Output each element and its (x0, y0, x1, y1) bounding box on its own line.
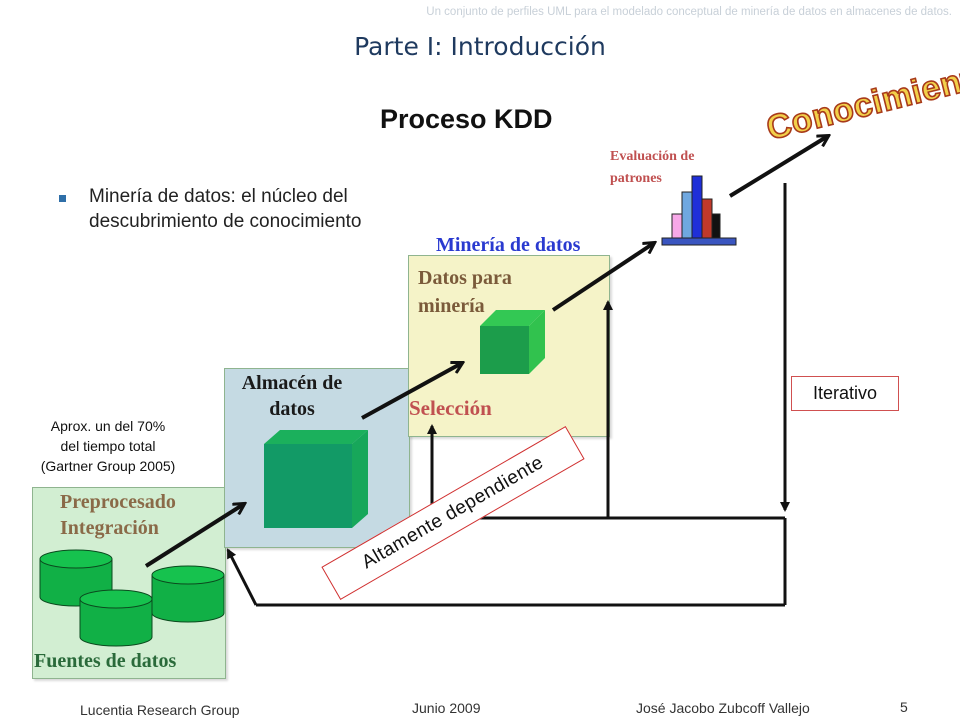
arrow-preprocess (144, 504, 244, 568)
footer-date: Junio 2009 (412, 700, 481, 716)
evaluacion-label: Evaluación de patrones (610, 149, 695, 186)
datos-mineria-label: Datos para minería (418, 267, 512, 317)
arrow-knowledge (728, 136, 828, 198)
conocimiento-wordart: Conocimiento (763, 55, 960, 148)
almacen-label: Almacén de datos (241, 372, 343, 420)
iterativo-box: Iterativo (791, 376, 899, 411)
footer-author: José Jacobo Zubcoff Vallejo (636, 700, 810, 716)
mineria-label: Minería de datos (436, 234, 581, 256)
database-cylinder-3 (79, 589, 153, 647)
page-number: 5 (900, 699, 908, 715)
arrow-selection (361, 363, 462, 420)
presentation-subtitle: Un conjunto de perfiles UML para el mode… (426, 6, 952, 18)
mining-data-cube (480, 310, 545, 374)
database-cylinder-2 (151, 565, 225, 623)
database-cylinder-1 (39, 549, 113, 607)
bullet-text: Minería de datos: el núcleo del descubri… (89, 186, 362, 232)
slide-title: Proceso KDD (380, 104, 553, 134)
section-title: Parte I: Introducción (354, 32, 606, 61)
footer-group: Lucentia Research Group (80, 702, 240, 718)
preprocesado-label: Preprocesado Integración (60, 491, 176, 539)
bullet-marker (59, 195, 66, 202)
time-note: Aprox. un del 70% del tiempo total (Gart… (40, 418, 176, 474)
warehouse-cube (264, 430, 368, 528)
seleccion-label: Selección (409, 396, 492, 420)
arrow-mining (551, 243, 654, 312)
histogram-icon (661, 175, 737, 246)
fuentes-label: Fuentes de datos (34, 650, 177, 672)
